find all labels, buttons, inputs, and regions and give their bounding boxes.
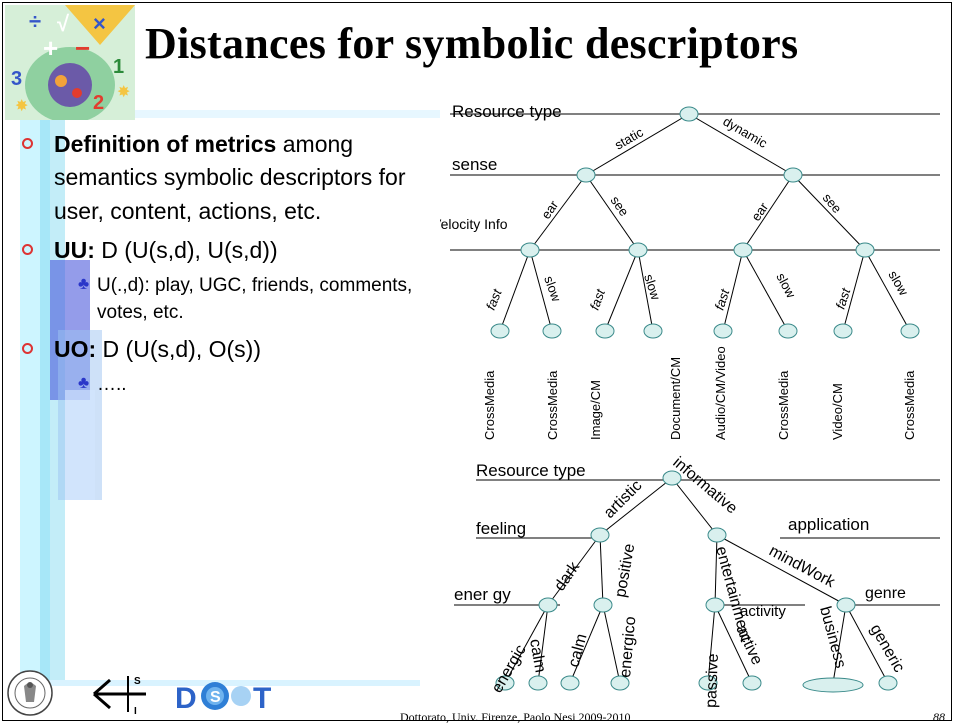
slide-footer: Dottorato, Univ. Firenze, Paolo Nesi 200… bbox=[400, 710, 631, 724]
bullet-item: UO: D (U(s,d), O(s)) bbox=[22, 333, 442, 366]
sub-bullet-item: ♣ ….. bbox=[22, 372, 442, 399]
left-decoration bbox=[20, 110, 440, 690]
bullet-text: among semantics symbolic descriptors for… bbox=[54, 131, 406, 224]
tree2-edge-label: passive bbox=[703, 653, 722, 708]
svg-text:3: 3 bbox=[11, 68, 22, 90]
tree1-leaf-label: Document/CM bbox=[668, 357, 683, 440]
svg-text:I: I bbox=[134, 706, 137, 717]
club-icon: ♣ bbox=[78, 274, 90, 294]
club-icon: ♣ bbox=[78, 372, 90, 392]
bullet-item: UU: D (U(s,d), U(s,d)) bbox=[22, 234, 442, 267]
tree2-level-label: genre bbox=[865, 585, 906, 602]
tree1-leaf-label: CrossMedia bbox=[902, 370, 917, 440]
tree1-leaf-label: Image/CM bbox=[588, 380, 603, 440]
svg-text:D: D bbox=[175, 682, 197, 714]
svg-text:+: + bbox=[43, 33, 58, 63]
tree1-leaf-label: CrossMedia bbox=[545, 370, 560, 440]
bullet-text: D (U(s,d), O(s)) bbox=[96, 335, 261, 362]
dsi-logo: S I bbox=[93, 676, 146, 717]
tree1-edge-label: fast bbox=[833, 285, 854, 311]
bullet-item: Definition of metrics among semantics sy… bbox=[22, 128, 442, 228]
svg-text:√: √ bbox=[57, 11, 70, 36]
tree2-level-label: activity bbox=[740, 603, 786, 620]
tree2-level-label: application bbox=[788, 515, 869, 534]
university-seal-logo bbox=[7, 670, 53, 716]
svg-text:S: S bbox=[210, 689, 221, 706]
tree1-leaf-label: Audio/CM/Video bbox=[713, 346, 728, 440]
tree1-edge-label: fast bbox=[712, 286, 733, 312]
svg-text:1: 1 bbox=[113, 56, 124, 78]
bullet-circle-icon bbox=[22, 138, 33, 149]
math-icon: ÷ √ × + − 3 1 2 ✸ ✸ bbox=[5, 5, 135, 120]
sub-bullet-item: ♣ U(.,d): play, UGC, friends, comments, … bbox=[22, 273, 442, 326]
tree1-level-label: Resource type bbox=[452, 102, 562, 121]
svg-text:✸: ✸ bbox=[117, 84, 130, 101]
svg-text:2: 2 bbox=[93, 92, 104, 114]
page-number: 88 bbox=[933, 710, 945, 724]
bullet-list: Definition of metrics among semantics sy… bbox=[22, 128, 442, 405]
tree1-level-label: Velocity Info bbox=[440, 216, 508, 232]
tree-diagrams: Resource type sense Velocity Info bbox=[440, 98, 950, 718]
tree2-level-label: Resource type bbox=[476, 461, 586, 480]
tree1-leaf-label: Video/CM bbox=[830, 383, 845, 440]
bullet-bold-text: UU: bbox=[54, 237, 95, 264]
svg-text:S: S bbox=[134, 676, 141, 687]
svg-text:−: − bbox=[75, 33, 90, 63]
svg-text:×: × bbox=[93, 11, 106, 36]
bullet-circle-icon bbox=[22, 342, 33, 354]
bullet-circle-icon bbox=[22, 244, 33, 256]
bullet-bold-text: Definition of metrics bbox=[54, 131, 277, 157]
tree1-leaf-label: CrossMedia bbox=[482, 370, 497, 440]
bullet-text: D (U(s,d), U(s,d)) bbox=[94, 237, 278, 264]
tree1-leaf-label: CrossMedia bbox=[776, 370, 791, 440]
svg-text:T: T bbox=[253, 682, 271, 714]
sub-bullet-text: U(.,d): play, UGC, friends, comments, vo… bbox=[97, 275, 413, 323]
tree2-level-label: ener gy bbox=[454, 585, 511, 604]
slide-title: Distances for symbolic descriptors bbox=[145, 19, 799, 68]
tree2-level-label: feeling bbox=[476, 519, 526, 538]
svg-text:÷: ÷ bbox=[29, 9, 41, 34]
tree1-level-label: sense bbox=[452, 155, 497, 174]
svg-text:✸: ✸ bbox=[15, 98, 28, 115]
sub-bullet-text: ….. bbox=[97, 373, 127, 395]
tree2-edge-label: calm bbox=[526, 638, 549, 674]
bullet-bold-text: UO: bbox=[54, 335, 97, 362]
disit-logo: D S T bbox=[175, 682, 271, 714]
tree2-edge-label: energico bbox=[617, 616, 639, 679]
tree1-edge-label: fast bbox=[587, 286, 609, 312]
